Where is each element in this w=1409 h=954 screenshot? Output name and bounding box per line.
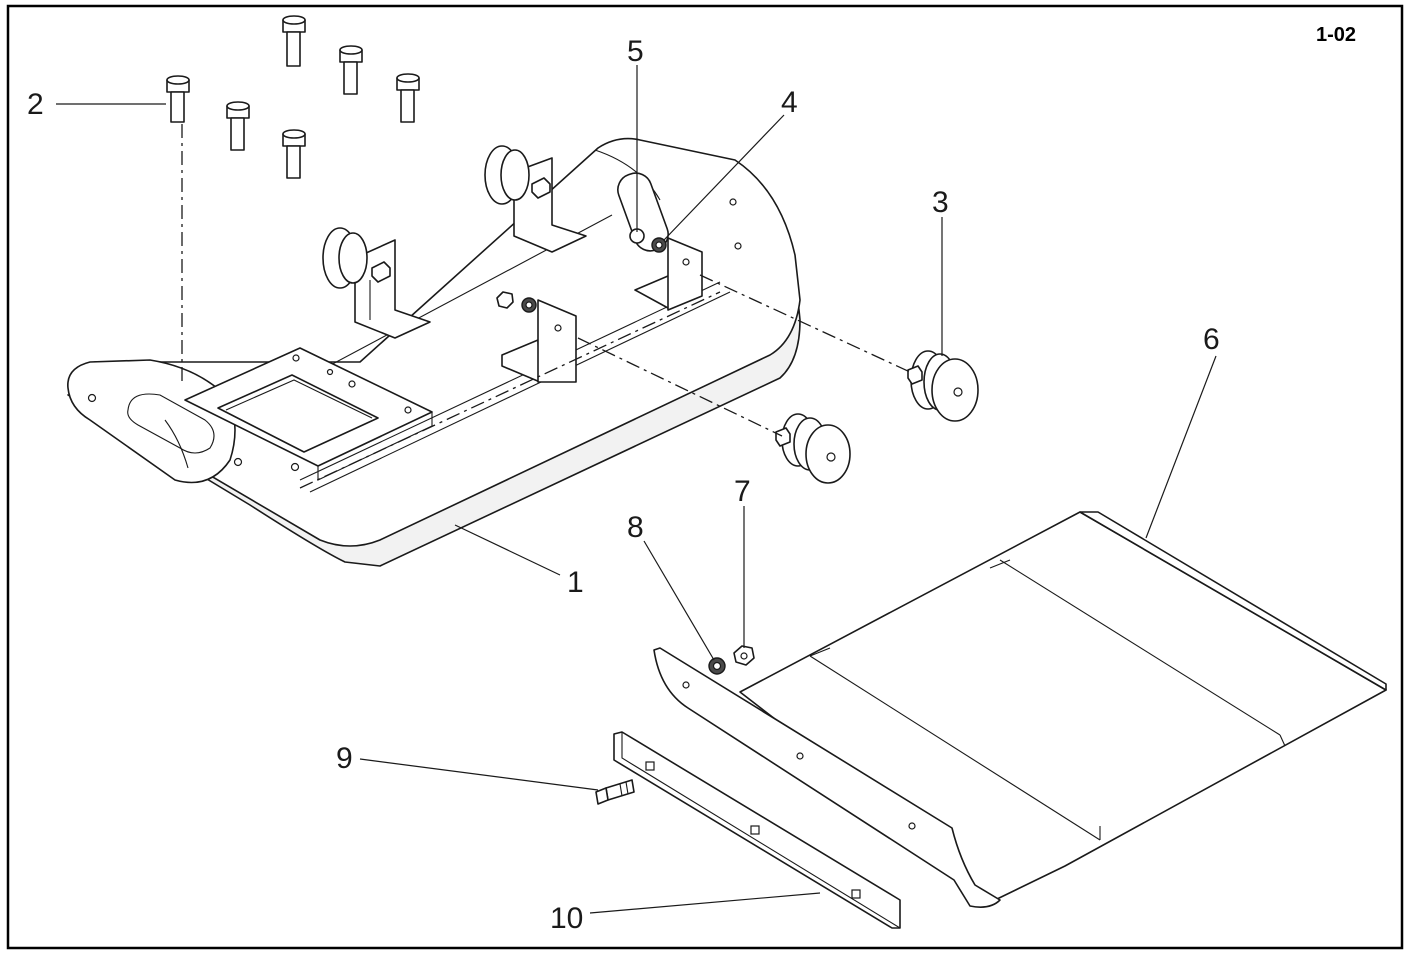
- page-id: 1-02: [1316, 24, 1356, 46]
- callout-1: 1: [567, 566, 584, 599]
- callout-10: 10: [550, 902, 583, 935]
- mount-window: [217, 374, 379, 453]
- slide-plate-front-lip: [1079, 511, 1387, 691]
- part-2-bolts: [166, 15, 420, 179]
- base-plate-end-plate: [67, 359, 236, 484]
- part-10-clamp-strip: [613, 731, 901, 929]
- part-7-nut: [733, 645, 755, 666]
- part-8-washer: [708, 657, 726, 675]
- callout-9: 9: [336, 742, 353, 775]
- callout-5: 5: [627, 35, 644, 68]
- slide-plate-clamp-edge: [653, 647, 1001, 908]
- callout-labels: 1 2 3 4 5 6 7 8 9 10: [27, 35, 1220, 935]
- callout-7: 7: [734, 475, 751, 508]
- end-plate-slot: [127, 393, 215, 454]
- bracket-rollers-mounted: [322, 145, 703, 383]
- part-3-rollers: [775, 350, 979, 484]
- part-6-slide-plate: [653, 511, 1387, 908]
- part-9-bolt: [595, 779, 635, 805]
- part-1-base-plate: [67, 137, 801, 567]
- callout-3: 3: [932, 186, 949, 219]
- callout-8: 8: [627, 511, 644, 544]
- callout-leaders: [56, 65, 1217, 914]
- callout-6: 6: [1203, 323, 1220, 356]
- assembly-dashed-lines: [181, 124, 911, 489]
- callout-2: 2: [27, 88, 44, 121]
- callout-4: 4: [781, 86, 798, 119]
